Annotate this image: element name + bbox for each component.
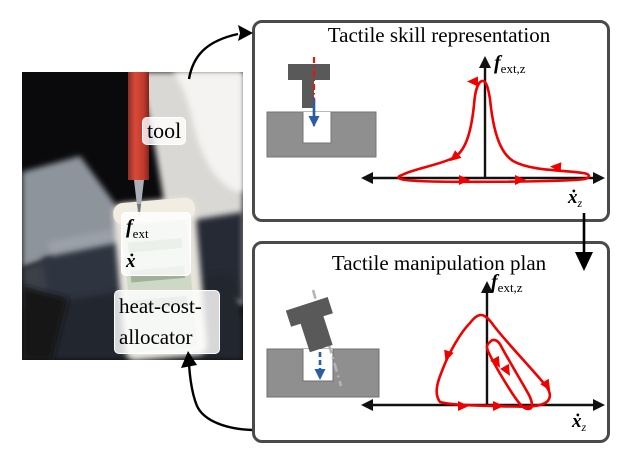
floor — [22, 156, 134, 268]
allocator-line1: heat-cost- — [119, 294, 202, 318]
flow-arrow — [550, 162, 562, 173]
skill-panel-graphics — [266, 56, 605, 185]
hole-icon — [302, 349, 334, 382]
flow-arrow — [490, 355, 500, 368]
insertion-arrow-head — [314, 369, 326, 380]
force-axis-subscript: ext,z — [500, 61, 526, 77]
tool-tip-point — [137, 204, 141, 216]
vise-base-dark — [22, 286, 68, 360]
velocity-axis-symbol: ẋ — [568, 187, 578, 208]
flow-arrow — [444, 349, 454, 362]
limit-cycle-curve — [397, 79, 591, 184]
robot-arm-highlight — [172, 72, 243, 192]
velocity-axis-subscript: z — [577, 196, 583, 211]
force-axis-symbol: f — [494, 52, 501, 74]
force-axis-subscript: ext,z — [497, 280, 523, 296]
flow-arrow — [493, 401, 504, 411]
flow-arrow — [458, 401, 469, 411]
axis-arrow-left — [361, 399, 373, 411]
flow-arrow — [467, 76, 478, 87]
force-axis-label: fext,z — [494, 52, 526, 77]
axis-arrow-right — [593, 399, 605, 411]
axis-arrow-left — [361, 172, 373, 184]
flow-arrows — [444, 349, 551, 411]
force-label: fext — [126, 213, 186, 247]
insertion-arrow-head — [308, 116, 320, 127]
axis-arrowheads — [361, 281, 605, 411]
force-symbol: f — [126, 216, 133, 238]
tool-tip — [134, 180, 144, 214]
peg-icon — [285, 297, 333, 353]
flow-arrow — [540, 378, 551, 391]
plan-trajectory-inner-loop — [485, 338, 534, 411]
plan-panel: Tactile manipulation plan — [252, 241, 610, 443]
velocity-axis-label: ẋz — [568, 187, 582, 211]
arrow-plan-to-photo — [187, 363, 253, 432]
peg-in-hole-schematic — [266, 57, 377, 158]
tool-label-text: tool — [147, 118, 182, 143]
experiment-photo: tool fext ẋ heat-cost- allocator — [22, 72, 243, 360]
flow-arrow — [500, 363, 510, 376]
velocity-label: ẋ — [126, 247, 186, 275]
skill-panel-title: Tactile skill representation — [327, 23, 551, 47]
velocity-symbol: ẋ — [126, 251, 136, 273]
velocity-axis-symbol: ẋ — [572, 411, 582, 432]
measurement-label: fext ẋ — [121, 212, 191, 277]
peg-shape — [285, 297, 333, 353]
velocity-axis-label: ẋz — [572, 411, 586, 435]
axis-arrow-up — [481, 281, 493, 293]
peg-axis-line — [311, 289, 343, 387]
flow-arrows — [449, 76, 562, 185]
force-axis-label: fext,z — [491, 271, 523, 296]
allocator-label: heat-cost- allocator — [114, 290, 220, 354]
force-subscript: ext — [132, 226, 149, 242]
flow-arrow — [449, 150, 462, 162]
flow-arrow — [459, 175, 470, 185]
axis-arrow-up — [479, 56, 491, 68]
arrow-photo-to-skill-head — [238, 25, 253, 41]
force-axis-symbol: f — [491, 271, 498, 293]
axis-arrowheads — [361, 56, 605, 184]
velocity-axis-subscript: z — [581, 420, 587, 435]
hole-icon — [302, 112, 332, 144]
plan-plot-axes — [365, 290, 601, 407]
skill-panel: Tactile skill representation — [252, 20, 610, 222]
plan-panel-graphics — [266, 281, 605, 411]
allocator-line2: allocator — [119, 325, 193, 349]
peg-icon — [288, 64, 330, 108]
axis-arrow-right — [593, 172, 605, 184]
plan-panel-title: Tactile manipulation plan — [331, 251, 547, 275]
tilted-peg-schematic — [266, 289, 380, 398]
tool-label: tool — [142, 117, 187, 145]
flow-arrow — [515, 175, 526, 185]
tool-rod — [128, 72, 149, 180]
